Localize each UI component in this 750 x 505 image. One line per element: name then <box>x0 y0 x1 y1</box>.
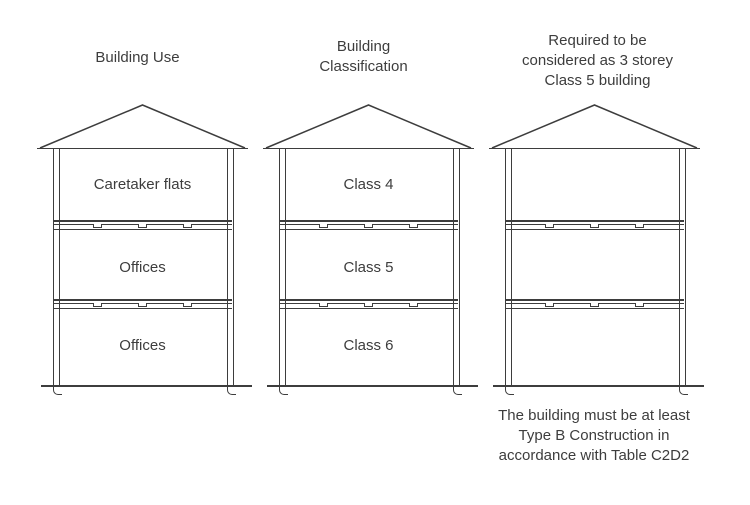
eave-line <box>489 147 700 150</box>
ground-line <box>41 385 252 387</box>
required-class5-section <box>489 104 704 400</box>
slab-notch <box>634 223 644 228</box>
wall-right <box>453 149 460 386</box>
slab-band <box>505 302 684 309</box>
slab-notch <box>408 302 418 307</box>
slab-notch <box>634 302 644 307</box>
slab-band <box>279 223 458 230</box>
slab-notch <box>318 302 328 307</box>
building-use-header: Building Use <box>95 49 180 66</box>
floor-label: Class 5 <box>343 259 394 276</box>
slab-band <box>53 302 232 309</box>
floor-label: Offices <box>119 259 166 276</box>
floor-label: Caretaker flats <box>93 176 192 193</box>
construction-type-note: The building must be at least Type B Con… <box>498 407 690 464</box>
wall-left <box>279 149 286 386</box>
wall-right <box>679 149 686 386</box>
floor-slab <box>279 220 458 230</box>
building-classification-section: Class 4 Class 5 Class 6 <box>263 104 478 400</box>
footing-mark <box>227 386 236 395</box>
floor-slab <box>279 299 458 309</box>
building-use-section: Caretaker flats Offices Offices <box>37 104 252 400</box>
slab-notch <box>589 302 599 307</box>
slab-notch <box>182 223 192 228</box>
slab-notch <box>363 302 373 307</box>
slab-notch <box>589 223 599 228</box>
eave-line <box>37 147 248 150</box>
slab-line <box>279 220 458 222</box>
floor-label: Class 4 <box>343 176 394 193</box>
building-classification-header: Building Classification <box>319 38 408 75</box>
slab-line <box>279 299 458 301</box>
floor-slab <box>53 299 232 309</box>
slab-notch <box>408 223 418 228</box>
footing-mark <box>53 386 62 395</box>
ground-line <box>267 385 478 387</box>
footing-mark <box>679 386 688 395</box>
slab-line <box>505 220 684 222</box>
roof-outline <box>491 104 698 149</box>
wall-left <box>53 149 60 386</box>
slab-line <box>53 220 232 222</box>
slab-notch <box>92 223 102 228</box>
floor-label: Class 6 <box>343 337 394 354</box>
ground-line <box>493 385 704 387</box>
slab-notch <box>92 302 102 307</box>
eave-line <box>263 147 474 150</box>
floor-slab <box>505 220 684 230</box>
slab-notch <box>544 223 554 228</box>
slab-band <box>505 223 684 230</box>
slab-notch <box>318 223 328 228</box>
slab-notch <box>182 302 192 307</box>
footing-mark <box>453 386 462 395</box>
slab-band <box>53 223 232 230</box>
floor-label: Offices <box>119 337 166 354</box>
wall-left <box>505 149 512 386</box>
roof-outline <box>39 104 246 149</box>
slab-notch <box>363 223 373 228</box>
slab-line <box>505 299 684 301</box>
slab-notch <box>137 302 147 307</box>
slab-line <box>53 299 232 301</box>
slab-band <box>279 302 458 309</box>
wall-right <box>227 149 234 386</box>
roof-outline <box>265 104 472 149</box>
footing-mark <box>505 386 514 395</box>
slab-notch <box>544 302 554 307</box>
footing-mark <box>279 386 288 395</box>
floor-slab <box>505 299 684 309</box>
required-class5-header: Required to be considered as 3 storey Cl… <box>522 32 673 89</box>
floor-slab <box>53 220 232 230</box>
slab-notch <box>137 223 147 228</box>
